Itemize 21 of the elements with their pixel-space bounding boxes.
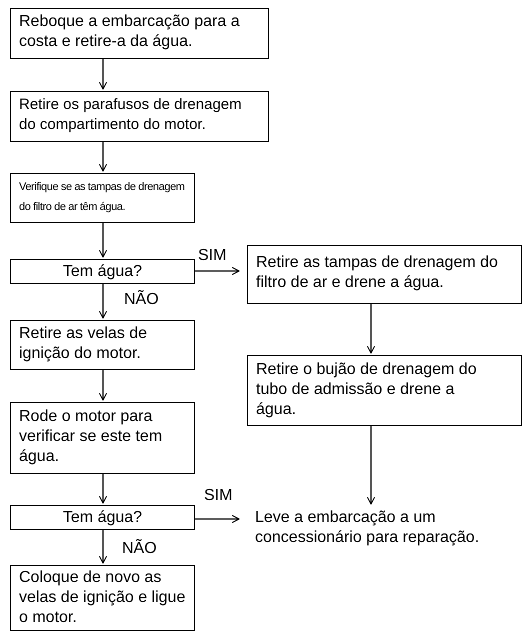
process-box: Retire as velas de ignição do motor. (10, 320, 195, 370)
arrow (98, 370, 108, 401)
process-box: Coloque de novo as velas de ignição e ligue o motor. (10, 565, 195, 631)
process-box: Retire o bujão de drenagem do tubo de admissão e drene a água. (247, 355, 522, 426)
process-box: Retire os parafusos de drenagem do compartimento do motor. (10, 91, 269, 142)
process-box: Rode o motor para verificar se este tem água. (10, 402, 195, 474)
arrow (98, 530, 108, 564)
process-box: Tem água? (10, 505, 195, 530)
arrow (195, 514, 240, 524)
process-box: Tem água? (10, 259, 195, 284)
arrow (98, 142, 108, 172)
process-box: Retire as tampas de drenagem do filtro de ar e drene a água. (247, 245, 522, 304)
arrow (195, 266, 240, 276)
arrow (366, 304, 376, 354)
arrow (98, 474, 108, 504)
process-box: Reboque a embarcação para a costa e retire-a da água. (10, 8, 269, 59)
process-box: Verifique se as tampas de drenagem do filtro de ar têm água. (10, 173, 195, 223)
arrow (98, 59, 108, 90)
arrow (98, 284, 108, 319)
arrow (366, 426, 376, 505)
arrow (98, 223, 108, 258)
